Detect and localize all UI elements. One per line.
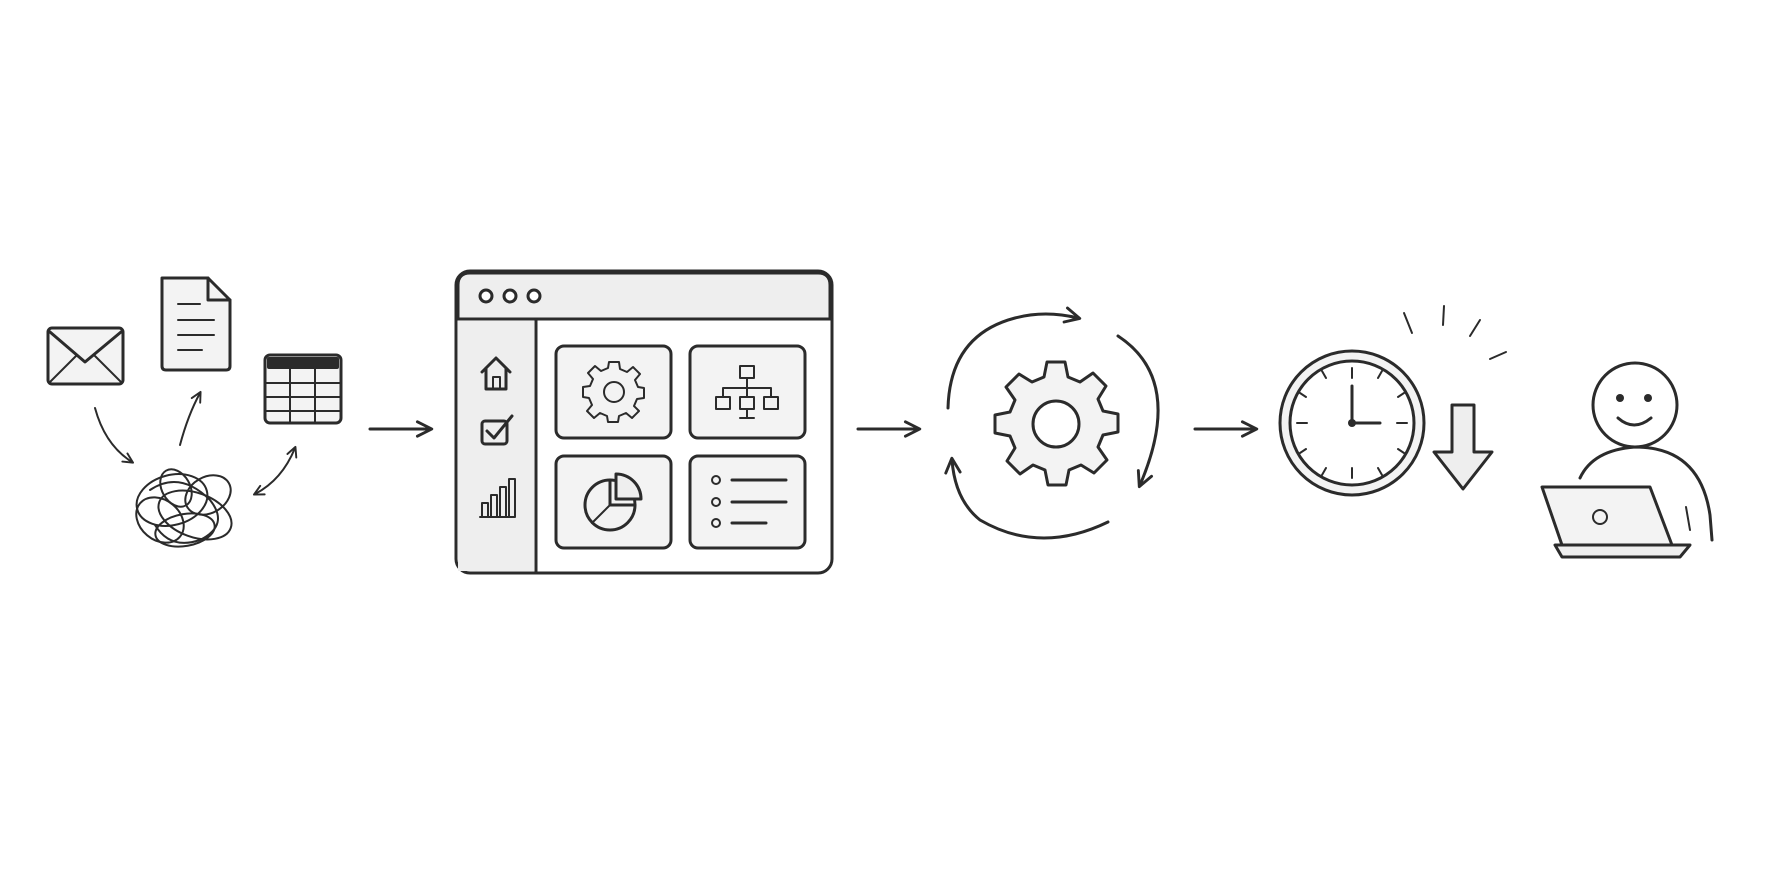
bullet-list-icon	[711, 475, 788, 528]
clock-icon	[1278, 349, 1426, 497]
stage-dashboard-app	[454, 269, 834, 575]
gear-icon	[993, 360, 1120, 487]
stage-time-saved	[1278, 305, 1507, 497]
document-icon	[160, 276, 232, 372]
laptop-icon	[1540, 485, 1692, 559]
smiling-person-icon	[1578, 361, 1714, 542]
stage-automation-cycle	[944, 306, 1160, 540]
pie-chart-icon	[583, 472, 643, 532]
stage-scattered-inputs	[46, 276, 343, 548]
dashboard-card	[554, 454, 673, 550]
sparkle-lines-icon	[1403, 305, 1507, 360]
cycle-arrows-icon	[944, 306, 1160, 540]
checkbox-icon	[480, 414, 514, 446]
tangled-scribble-icon	[135, 468, 233, 548]
arrow-icon	[252, 445, 298, 496]
dashboard-card	[554, 344, 673, 440]
spreadsheet-icon	[263, 353, 343, 425]
arrow-icon	[94, 407, 134, 464]
down-arrow-icon	[1432, 403, 1494, 491]
home-icon	[480, 356, 512, 391]
bar-chart-icon	[479, 478, 516, 518]
stage-happy-user	[1540, 361, 1714, 559]
envelope-icon	[46, 326, 125, 386]
gear-icon	[582, 361, 645, 423]
org-chart-icon	[715, 365, 779, 419]
arrow-icon	[179, 390, 202, 446]
